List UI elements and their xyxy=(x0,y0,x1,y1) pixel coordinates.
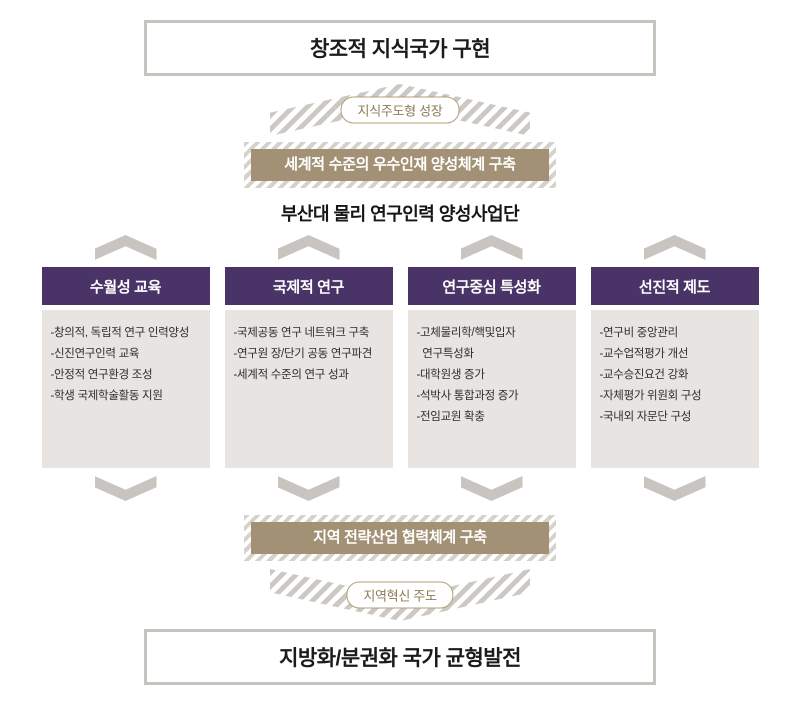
column-up-arrow-icon xyxy=(94,235,157,260)
knowledge-growth-pill: 지식주도형 성장 xyxy=(340,96,460,124)
column-items: -창의적, 독립적 연구 인력양성 -신진연구인력 교육 -안정적 연구환경 조… xyxy=(41,310,210,468)
column-research-specialization: 연구중심 특성화 -고체물리학/핵및입자 연구특성화 -대학원생 증가 -석박사… xyxy=(407,235,576,501)
strategy-columns: 수월성 교육 -창의적, 독립적 연구 인력양성 -신진연구인력 교육 -안정적… xyxy=(0,235,800,501)
column-item: -전임교원 확충 xyxy=(416,411,485,423)
column-item: -석박사 통합과정 증가 xyxy=(416,390,519,402)
bottom-goal-box: 지방화/분권화 국가 균형발전 xyxy=(144,629,656,685)
column-item: -국제공동 연구 네트워크 구축 xyxy=(233,327,370,339)
column-advanced-system: 선진적 제도 -연구비 중앙관리 -교수업적평가 개선 -교수승진요건 강화 -… xyxy=(590,235,759,501)
column-down-arrow-icon xyxy=(277,476,340,501)
column-item: -국내외 자문단 구성 xyxy=(599,411,692,423)
column-international-research: 국제적 연구 -국제공동 연구 네트워크 구축 -연구원 장/단기 공동 연구파… xyxy=(224,235,393,501)
column-title: 선진적 제도 xyxy=(590,267,759,305)
column-title: 연구중심 특성화 xyxy=(407,267,576,305)
column-item: -고체물리학/핵및입자 xyxy=(416,327,516,339)
column-down-arrow-icon xyxy=(94,476,157,501)
column-item: -신진연구인력 교육 xyxy=(50,348,140,360)
column-items: -국제공동 연구 네트워크 구축 -연구원 장/단기 공동 연구파견 -세계적 … xyxy=(224,310,393,468)
column-excellence-education: 수월성 교육 -창의적, 독립적 연구 인력양성 -신진연구인력 교육 -안정적… xyxy=(41,235,210,501)
bottom-goal-label: 지방화/분권화 국가 균형발전 xyxy=(279,647,521,670)
vision-box: 세계적 수준의 우수인재 양성체계 구축 xyxy=(244,142,556,188)
column-items: -고체물리학/핵및입자 연구특성화 -대학원생 증가 -석박사 통합과정 증가 … xyxy=(407,310,576,468)
column-item: -자체평가 위원회 구성 xyxy=(599,390,702,402)
column-item: -세계적 수준의 연구 성과 xyxy=(233,369,349,381)
knowledge-growth-flow: 지식주도형 성장 xyxy=(270,84,530,136)
strategy-box: 지역 전략산업 협력체계 구축 xyxy=(244,515,556,561)
column-item: -연구비 중앙관리 xyxy=(599,327,679,339)
column-up-arrow-icon xyxy=(277,235,340,260)
column-item: -안정적 연구환경 조성 xyxy=(50,369,153,381)
column-item: -창의적, 독립적 연구 인력양성 xyxy=(50,327,190,339)
regional-innovation-flow: 지역혁신 주도 xyxy=(270,569,530,621)
column-item: -학생 국제학술활동 지원 xyxy=(50,390,163,402)
regional-innovation-pill: 지역혁신 주도 xyxy=(346,581,454,609)
column-item: -연구원 장/단기 공동 연구파견 xyxy=(233,348,373,360)
column-title: 수월성 교육 xyxy=(41,267,210,305)
column-item: -교수승진요건 강화 xyxy=(599,369,689,381)
column-up-arrow-icon xyxy=(643,235,706,260)
program-title: 부산대 물리 연구인력 양성사업단 xyxy=(280,204,520,224)
column-items: -연구비 중앙관리 -교수업적평가 개선 -교수승진요건 강화 -자체평가 위원… xyxy=(590,310,759,468)
column-item: -교수업적평가 개선 xyxy=(599,348,689,360)
column-down-arrow-icon xyxy=(643,476,706,501)
top-goal-label: 창조적 지식국가 구현 xyxy=(309,38,491,61)
column-item: -대학원생 증가 xyxy=(416,369,485,381)
column-item: 연구특성화 xyxy=(416,348,474,360)
strategy-label: 지역 전략산업 협력체계 구축 xyxy=(251,522,549,554)
vision-label: 세계적 수준의 우수인재 양성체계 구축 xyxy=(251,149,549,181)
column-up-arrow-icon xyxy=(460,235,523,260)
column-down-arrow-icon xyxy=(460,476,523,501)
top-goal-box: 창조적 지식국가 구현 xyxy=(144,20,656,76)
column-title: 국제적 연구 xyxy=(224,267,393,305)
